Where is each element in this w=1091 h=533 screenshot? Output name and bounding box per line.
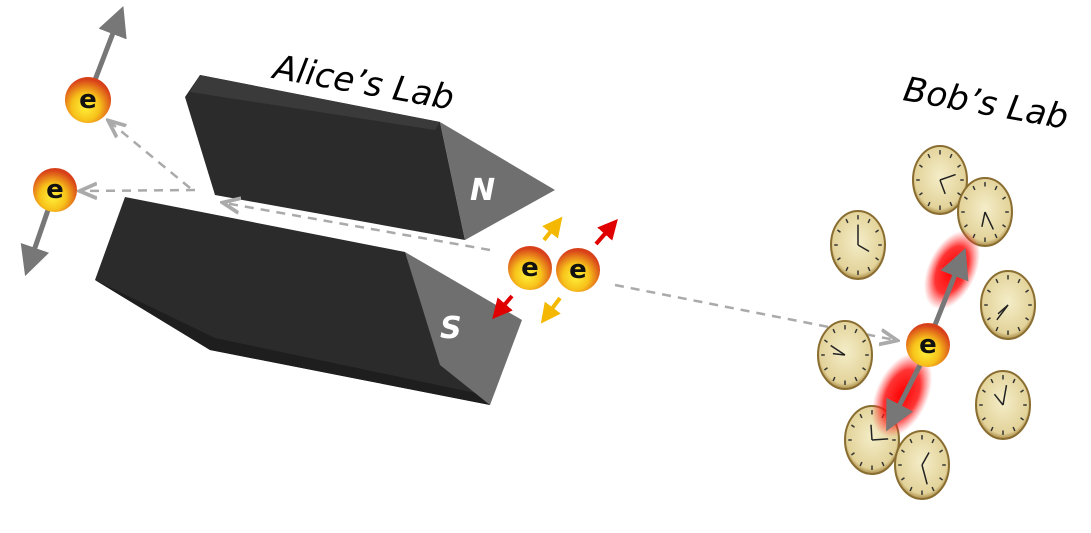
electron-label: e <box>521 253 539 283</box>
electron-pair-b <box>556 248 600 292</box>
electron-pair-a <box>508 246 552 290</box>
red-arrow-icon <box>492 294 514 320</box>
spin-up-arrow-icon <box>92 5 127 81</box>
clock-icon <box>957 177 1013 247</box>
clock-icon <box>912 145 968 215</box>
clock-icon <box>817 320 873 390</box>
electron-label: e <box>569 255 587 285</box>
electron-up <box>65 77 111 123</box>
north-pole-label: N <box>470 173 495 208</box>
amber-arrow-icon <box>542 216 563 242</box>
beam-up <box>110 122 191 189</box>
spin-axis-up-icon <box>932 248 969 326</box>
beam-down <box>82 190 196 191</box>
clock-icon <box>975 370 1031 440</box>
red-arrow-icon <box>594 218 618 246</box>
spin-down-arrow-icon <box>20 209 51 277</box>
electron-label: e <box>46 175 64 205</box>
beam-paths <box>82 122 895 340</box>
electron-bob <box>906 323 950 367</box>
south-pole-label: S <box>440 311 462 346</box>
electron-down <box>33 168 77 212</box>
bob-lab-label: Bob’s Lab <box>900 69 1071 137</box>
clock-icon <box>894 430 950 500</box>
south-magnet: S <box>95 197 522 405</box>
clocks-group <box>817 145 1036 500</box>
north-magnet: N <box>185 75 555 240</box>
electron-label: e <box>79 85 97 115</box>
amber-arrow-icon <box>540 296 562 324</box>
clock-icon <box>830 210 886 280</box>
spin-axis-down-icon <box>886 363 923 432</box>
electron-label: e <box>919 330 937 360</box>
beam-in-magnet <box>225 203 491 252</box>
clock-icon <box>980 270 1036 340</box>
